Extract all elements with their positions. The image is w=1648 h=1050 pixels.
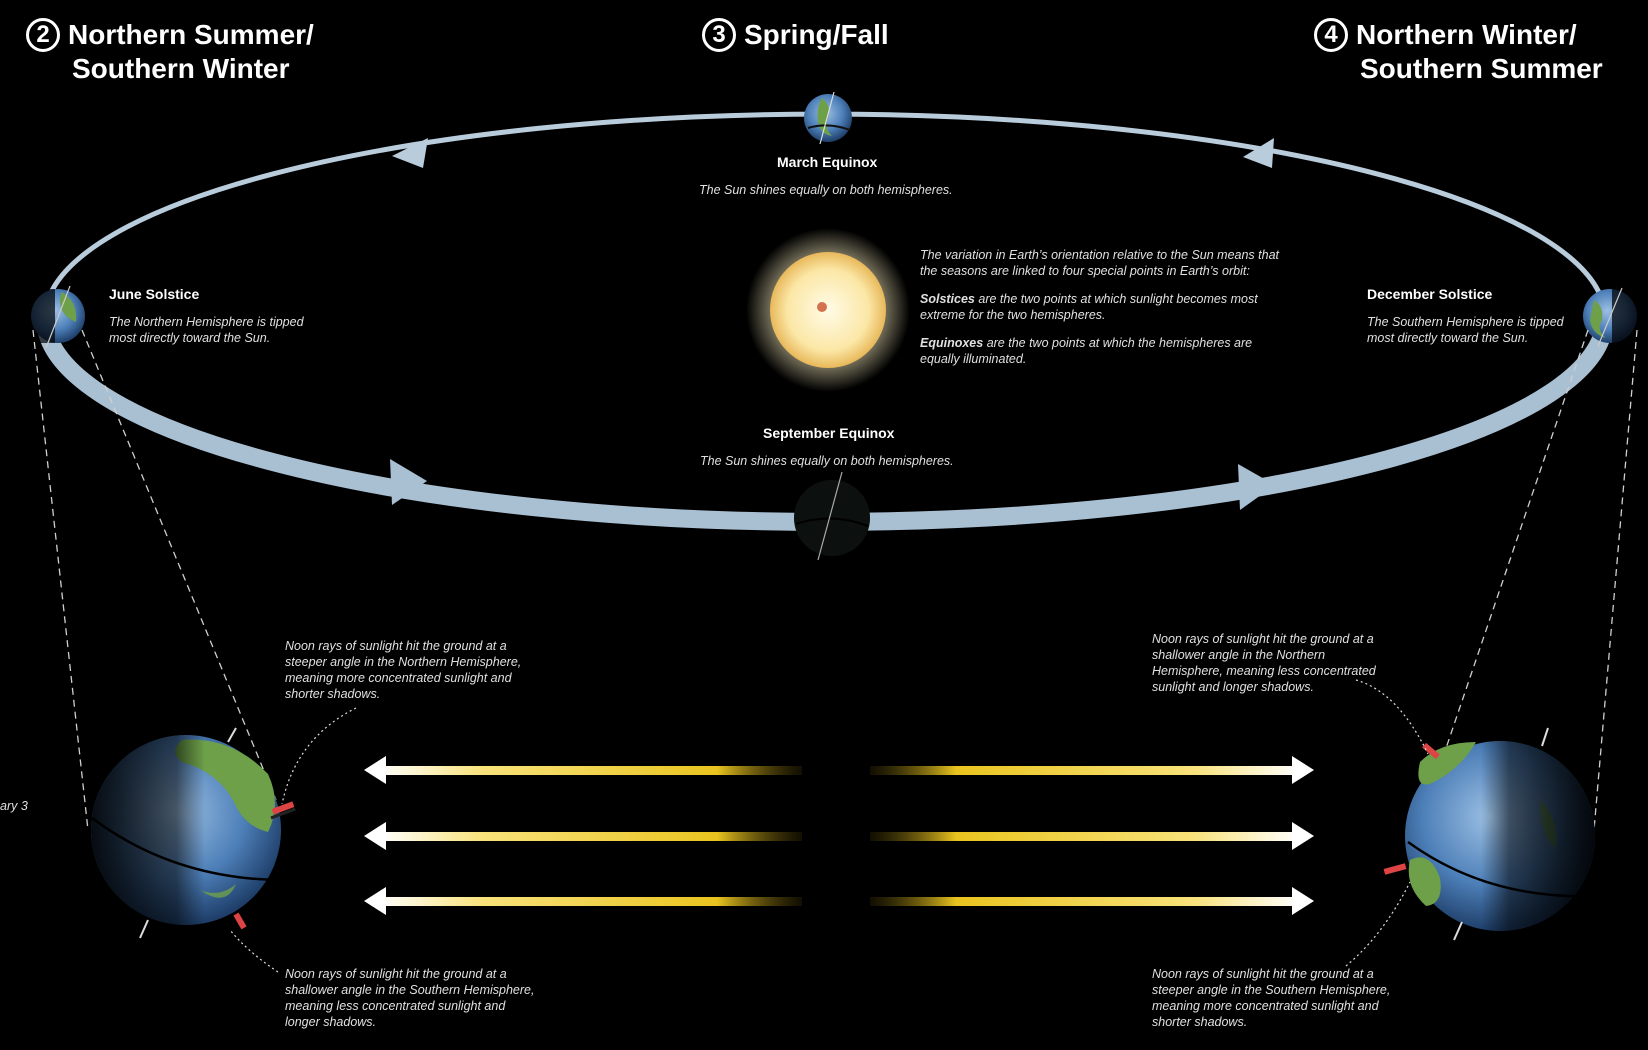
earth-large-left <box>91 727 296 939</box>
sunspot <box>817 302 827 312</box>
orbit-arrow-bottom-right <box>1238 464 1275 510</box>
solstices-text-2: extreme for the two hemispheres. <box>920 308 1106 322</box>
heading-3-line1: Spring/Fall <box>744 19 889 50</box>
earth-march <box>804 91 852 145</box>
sunlight-rays <box>364 756 1314 915</box>
orbit-arrow-bottom-left <box>390 459 427 505</box>
heading-northern-summer: 2 Northern Summer/ Southern Winter <box>26 18 314 86</box>
observer-left-north <box>270 801 296 820</box>
heading-4-line2: Southern Summer <box>1360 53 1603 84</box>
ray-right-3 <box>870 887 1314 915</box>
explanation-intro-2: the seasons are linked to four special p… <box>920 264 1250 278</box>
september-equinox-caption: The Sun shines equally on both hemispher… <box>700 454 954 468</box>
heading-2-line1: Northern Summer/ <box>68 19 314 50</box>
cutoff-label: ary 3 <box>0 799 28 813</box>
march-equinox-caption: The Sun shines equally on both hemispher… <box>699 183 953 197</box>
explanation-block: The variation in Earth’s orientation rel… <box>920 247 1279 367</box>
december-solstice-caption: The Southern Hemisphere is tipped most d… <box>1367 314 1564 346</box>
note-line: longer shadows. <box>285 1015 377 1029</box>
earth-june <box>31 285 85 349</box>
equinoxes-definition: Equinoxes are the two points at which th… <box>920 335 1279 351</box>
equinoxes-text-2: equally illuminated. <box>920 352 1027 366</box>
heading-spring-fall: 3 Spring/Fall <box>702 18 889 52</box>
explanation-intro-1: The variation in Earth’s orientation rel… <box>920 248 1280 262</box>
note-line: meaning more concentrated sunlight and <box>285 671 512 685</box>
note-line: steeper angle in the Northern Hemisphere… <box>285 655 522 669</box>
earth-december <box>1583 287 1638 347</box>
observer-right-south-2 <box>1383 863 1407 875</box>
heading-northern-winter: 4 Northern Winter/ Southern Summer <box>1314 18 1603 86</box>
note-left-top: Noon rays of sunlight hit the ground at … <box>285 638 521 702</box>
equinoxes-text-1: are the two points at which the hemisphe… <box>983 336 1253 350</box>
ray-right-2 <box>870 822 1314 850</box>
equinoxes-term: Equinoxes <box>920 336 984 350</box>
note-line: meaning more concentrated sunlight and <box>1152 999 1379 1013</box>
ray-left-2 <box>364 822 802 850</box>
december-caption-line2: most directly toward the Sun. <box>1367 331 1529 345</box>
note-line: sunlight and longer shadows. <box>1152 680 1314 694</box>
note-line: Noon rays of sunlight hit the ground at … <box>285 967 507 981</box>
june-solstice-caption: The Northern Hemisphere is tipped most d… <box>109 314 304 346</box>
note-line: Hemisphere, meaning less concentrated <box>1152 664 1376 678</box>
june-caption-line1: The Northern Hemisphere is tipped <box>109 315 304 329</box>
june-caption-line2: most directly toward the Sun. <box>109 331 271 345</box>
september-equinox-title: September Equinox <box>763 425 895 441</box>
note-right-top: Noon rays of sunlight hit the ground at … <box>1152 631 1376 695</box>
heading-number-3: 3 <box>702 18 736 52</box>
note-line: Noon rays of sunlight hit the ground at … <box>1152 632 1374 646</box>
ray-right-1 <box>870 756 1314 784</box>
orbit-arrow-top-left <box>392 138 428 168</box>
ray-left-3 <box>364 887 802 915</box>
projection-lines <box>32 329 1638 831</box>
december-solstice-title: December Solstice <box>1367 286 1493 302</box>
note-line: steeper angle in the Southern Hemisphere… <box>1152 983 1391 997</box>
heading-number-4: 4 <box>1314 18 1348 52</box>
orbit-arrow-top-right <box>1243 138 1274 168</box>
pointer-arcs <box>229 679 1429 973</box>
solstices-term: Solstices <box>920 292 975 306</box>
note-line: Noon rays of sunlight hit the ground at … <box>1152 967 1374 981</box>
ray-left-1 <box>364 756 802 784</box>
note-line: meaning less concentrated sunlight and <box>285 999 506 1013</box>
note-line: Noon rays of sunlight hit the ground at … <box>285 639 507 653</box>
note-line: shorter shadows. <box>285 687 381 701</box>
sun <box>770 252 886 368</box>
heading-4-line1: Northern Winter/ <box>1356 19 1577 50</box>
solstices-definition: Solstices are the two points at which su… <box>920 291 1279 307</box>
heading-2-line2: Southern Winter <box>72 53 290 84</box>
june-solstice-title: June Solstice <box>109 286 200 302</box>
heading-number-2: 2 <box>26 18 60 52</box>
note-line: shorter shadows. <box>1152 1015 1248 1029</box>
note-right-bottom: Noon rays of sunlight hit the ground at … <box>1152 966 1390 1030</box>
march-equinox-title: March Equinox <box>777 154 878 170</box>
note-line: shallower angle in the Northern <box>1152 648 1326 662</box>
note-line: shallower angle in the Southern Hemisphe… <box>285 983 535 997</box>
solstices-text-1: are the two points at which sunlight bec… <box>974 292 1258 306</box>
earth-september <box>794 471 870 561</box>
note-left-bottom: Noon rays of sunlight hit the ground at … <box>285 966 534 1030</box>
earth-large-right <box>1383 727 1597 941</box>
observer-right-north <box>1422 742 1440 760</box>
observer-right-south <box>233 912 247 930</box>
december-caption-line1: The Southern Hemisphere is tipped <box>1367 315 1564 329</box>
